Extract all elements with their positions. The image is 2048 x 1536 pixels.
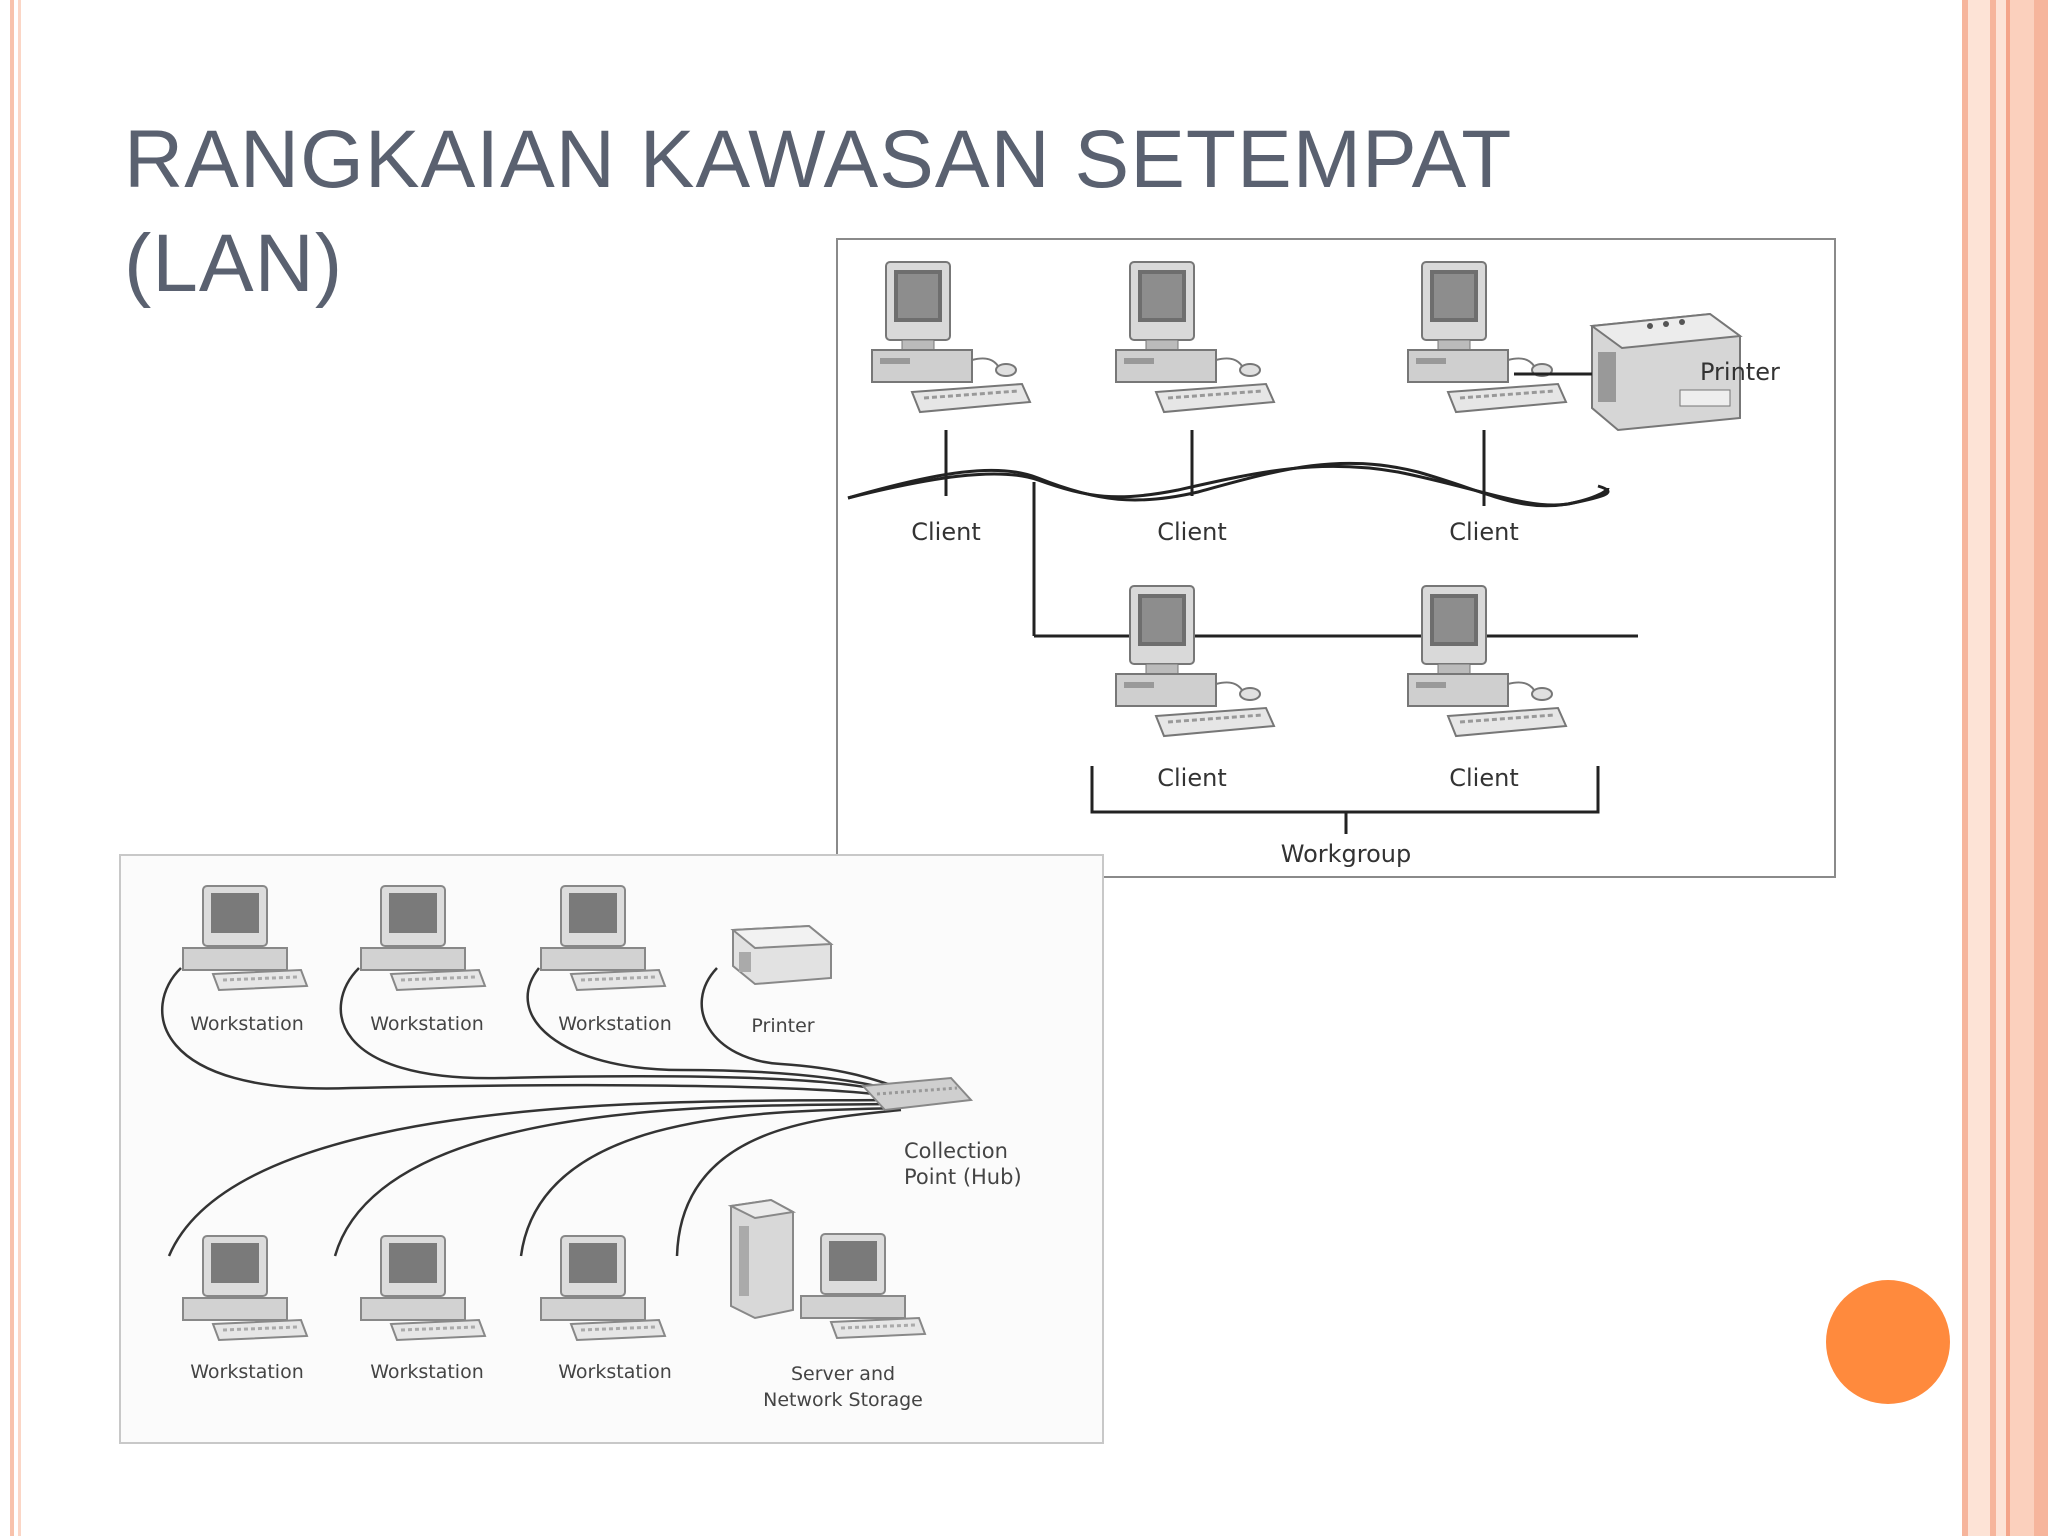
workstation-icon [539,884,667,992]
network-bus-cable-trace [847,461,1610,508]
client-computer-icon [1114,260,1276,414]
workstation-label: Workstation [190,1013,304,1035]
client-label: Client [1157,764,1226,792]
workgroup-network-diagram: Printer Client Client Client Client Clie… [836,238,1836,878]
hub-icon [860,1076,974,1112]
hub-network-diagram: Collection Point (Hub) Workstation Works… [119,854,1104,1444]
client-label: Client [1157,518,1226,546]
workstation-label: Workstation [370,1361,484,1383]
border-stripe [1990,0,1996,1536]
hub-diagram-svg: Collection Point (Hub) Workstation Works… [161,884,1022,1411]
printer-label: Printer [1700,358,1780,386]
workstation-icon [181,884,309,992]
client-label: Client [1449,764,1518,792]
workstation-label: Workstation [190,1361,304,1383]
workstation-icon [539,1234,667,1342]
border-stripe [1968,0,1990,1536]
client-label: Client [911,518,980,546]
workstation-label: Workstation [558,1361,672,1383]
workgroup-computer-icon [1114,584,1276,738]
border-stripe [2006,0,2010,1536]
server-icon [727,1198,797,1320]
client-computer-icon [1406,260,1568,414]
border-stripe [10,0,14,1536]
client-label: Client [1449,518,1518,546]
border-stripe [18,0,21,1536]
server-label-line-2: Network Storage [763,1389,923,1411]
printer-icon [730,924,834,986]
workstation-icon [181,1234,309,1342]
printer-label: Printer [751,1015,814,1037]
workgroup-label: Workgroup [1281,840,1411,868]
workstation-label: Workstation [370,1013,484,1035]
accent-circle [1826,1280,1950,1404]
workstation-icon [359,884,487,992]
workgroup-computer-icon [1406,584,1568,738]
workstation-label: Workstation [558,1013,672,1035]
workgroup-diagram-svg: Printer Client Client Client Client Clie… [847,260,1780,868]
client-computer-icon [870,260,1032,414]
border-stripe [1996,0,2006,1536]
server-monitor-icon [799,1232,927,1340]
border-stripe [2010,0,2034,1536]
title-line-1: RANGKAIAN KAWASAN SETEMPAT [124,114,1513,205]
hub-cables [161,967,907,1257]
hub-label-line-1: Collection [904,1139,1008,1163]
title-line-2: (LAN) [124,218,344,309]
slide-title: RANGKAIAN KAWASAN SETEMPAT (LAN) [124,108,1624,316]
printer-icon [1589,312,1743,432]
server-label-line-1: Server and [791,1363,895,1385]
border-stripe [1962,0,1968,1536]
workstation-icon [359,1234,487,1342]
border-stripe [2034,0,2048,1536]
hub-label-line-2: Point (Hub) [904,1165,1022,1189]
